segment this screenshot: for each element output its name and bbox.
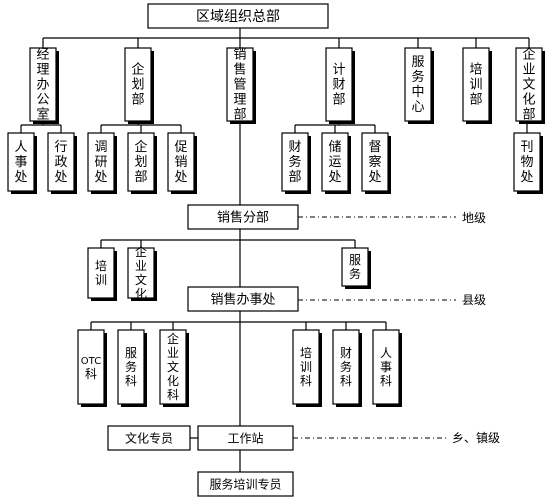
node-n-plan2: 企划部 xyxy=(127,132,157,194)
svg-text:服务: 服务 xyxy=(349,253,361,281)
node-o-fin: 财务科 xyxy=(332,329,362,407)
node-n-sales: 销售管理部 xyxy=(226,47,256,124)
svg-text:文化专员: 文化专员 xyxy=(125,430,173,445)
svg-text:服务中心: 服务中心 xyxy=(411,55,424,115)
svg-text:销售分部: 销售分部 xyxy=(217,210,269,226)
svg-text:刊物处: 刊物处 xyxy=(520,140,533,185)
level-prefecture: 地级 xyxy=(462,211,486,225)
node-o-service: 服务科 xyxy=(117,329,147,407)
svg-text:人事处: 人事处 xyxy=(14,140,27,185)
node-n-pub: 刊物处 xyxy=(513,132,543,194)
node-b-service: 服务 xyxy=(341,247,371,289)
svg-text:区域组织总部: 区域组织总部 xyxy=(196,9,280,25)
node-n-fin: 财务部 xyxy=(281,132,311,194)
svg-text:人事科: 人事科 xyxy=(380,346,392,388)
svg-text:企业文化科: 企业文化科 xyxy=(167,331,179,402)
svg-text:督察处: 督察处 xyxy=(368,140,381,185)
svg-text:企业文化: 企业文化 xyxy=(135,244,147,301)
node-n-service: 服务中心 xyxy=(404,47,434,124)
svg-text:促销处: 促销处 xyxy=(174,140,187,185)
node-n-culture: 企业文化部 xyxy=(515,47,545,124)
node-o-culture: 企业文化科 xyxy=(159,329,189,407)
node-n-research: 调研处 xyxy=(87,132,117,194)
svg-text:销售管理部: 销售管理部 xyxy=(233,48,246,123)
svg-text:工作站: 工作站 xyxy=(227,431,263,445)
svg-text:企划部: 企划部 xyxy=(134,139,147,185)
svg-text:培训科: 培训科 xyxy=(300,345,312,388)
node-service-spec: 服务培训专员 xyxy=(197,471,294,497)
svg-text:调研处: 调研处 xyxy=(94,140,107,185)
svg-text:行政处: 行政处 xyxy=(54,140,67,185)
svg-text:培训: 培训 xyxy=(95,258,107,287)
node-n-hr: 人事处 xyxy=(7,132,37,194)
node-station: 工作站 xyxy=(197,425,294,451)
svg-text:企业文化部: 企业文化部 xyxy=(522,47,535,123)
svg-text:财务部: 财务部 xyxy=(288,140,301,185)
svg-text:销售办事处: 销售办事处 xyxy=(210,292,275,308)
node-n-plan: 企划部 xyxy=(124,47,154,124)
node-n-audit: 督察处 xyxy=(361,132,391,194)
svg-text:经理办公室: 经理办公室 xyxy=(36,48,49,123)
node-o-train: 培训科 xyxy=(292,329,322,407)
node-b-culture: 企业文化 xyxy=(127,244,157,301)
node-culture-spec: 文化专员 xyxy=(107,425,191,451)
node-n-promo: 促销处 xyxy=(167,132,197,194)
node-hq: 区域组织总部 xyxy=(147,3,329,29)
svg-text:企划部: 企划部 xyxy=(131,62,144,108)
level-town: 乡、镇级 xyxy=(452,431,500,445)
svg-text:服务科: 服务科 xyxy=(125,346,137,388)
svg-text:财务科: 财务科 xyxy=(340,346,352,388)
svg-text:储运处: 储运处 xyxy=(328,140,341,185)
node-n-admin: 行政处 xyxy=(47,132,77,194)
node-o-hr: 人事科 xyxy=(372,329,402,407)
level-county: 县级 xyxy=(462,293,486,307)
node-n-office: 经理办公室 xyxy=(29,47,59,124)
node-branch: 销售分部 xyxy=(187,204,299,230)
node-n-train: 培训部 xyxy=(462,47,492,124)
node-n-storage: 储运处 xyxy=(321,132,351,194)
node-n-finance: 计财部 xyxy=(325,47,355,124)
svg-text:服务培训专员: 服务培训专员 xyxy=(209,476,281,491)
svg-text:计财部: 计财部 xyxy=(332,63,345,108)
node-office: 销售办事处 xyxy=(187,286,299,312)
node-b-train: 培训 xyxy=(87,247,117,301)
svg-text:培训部: 培训部 xyxy=(469,62,482,108)
